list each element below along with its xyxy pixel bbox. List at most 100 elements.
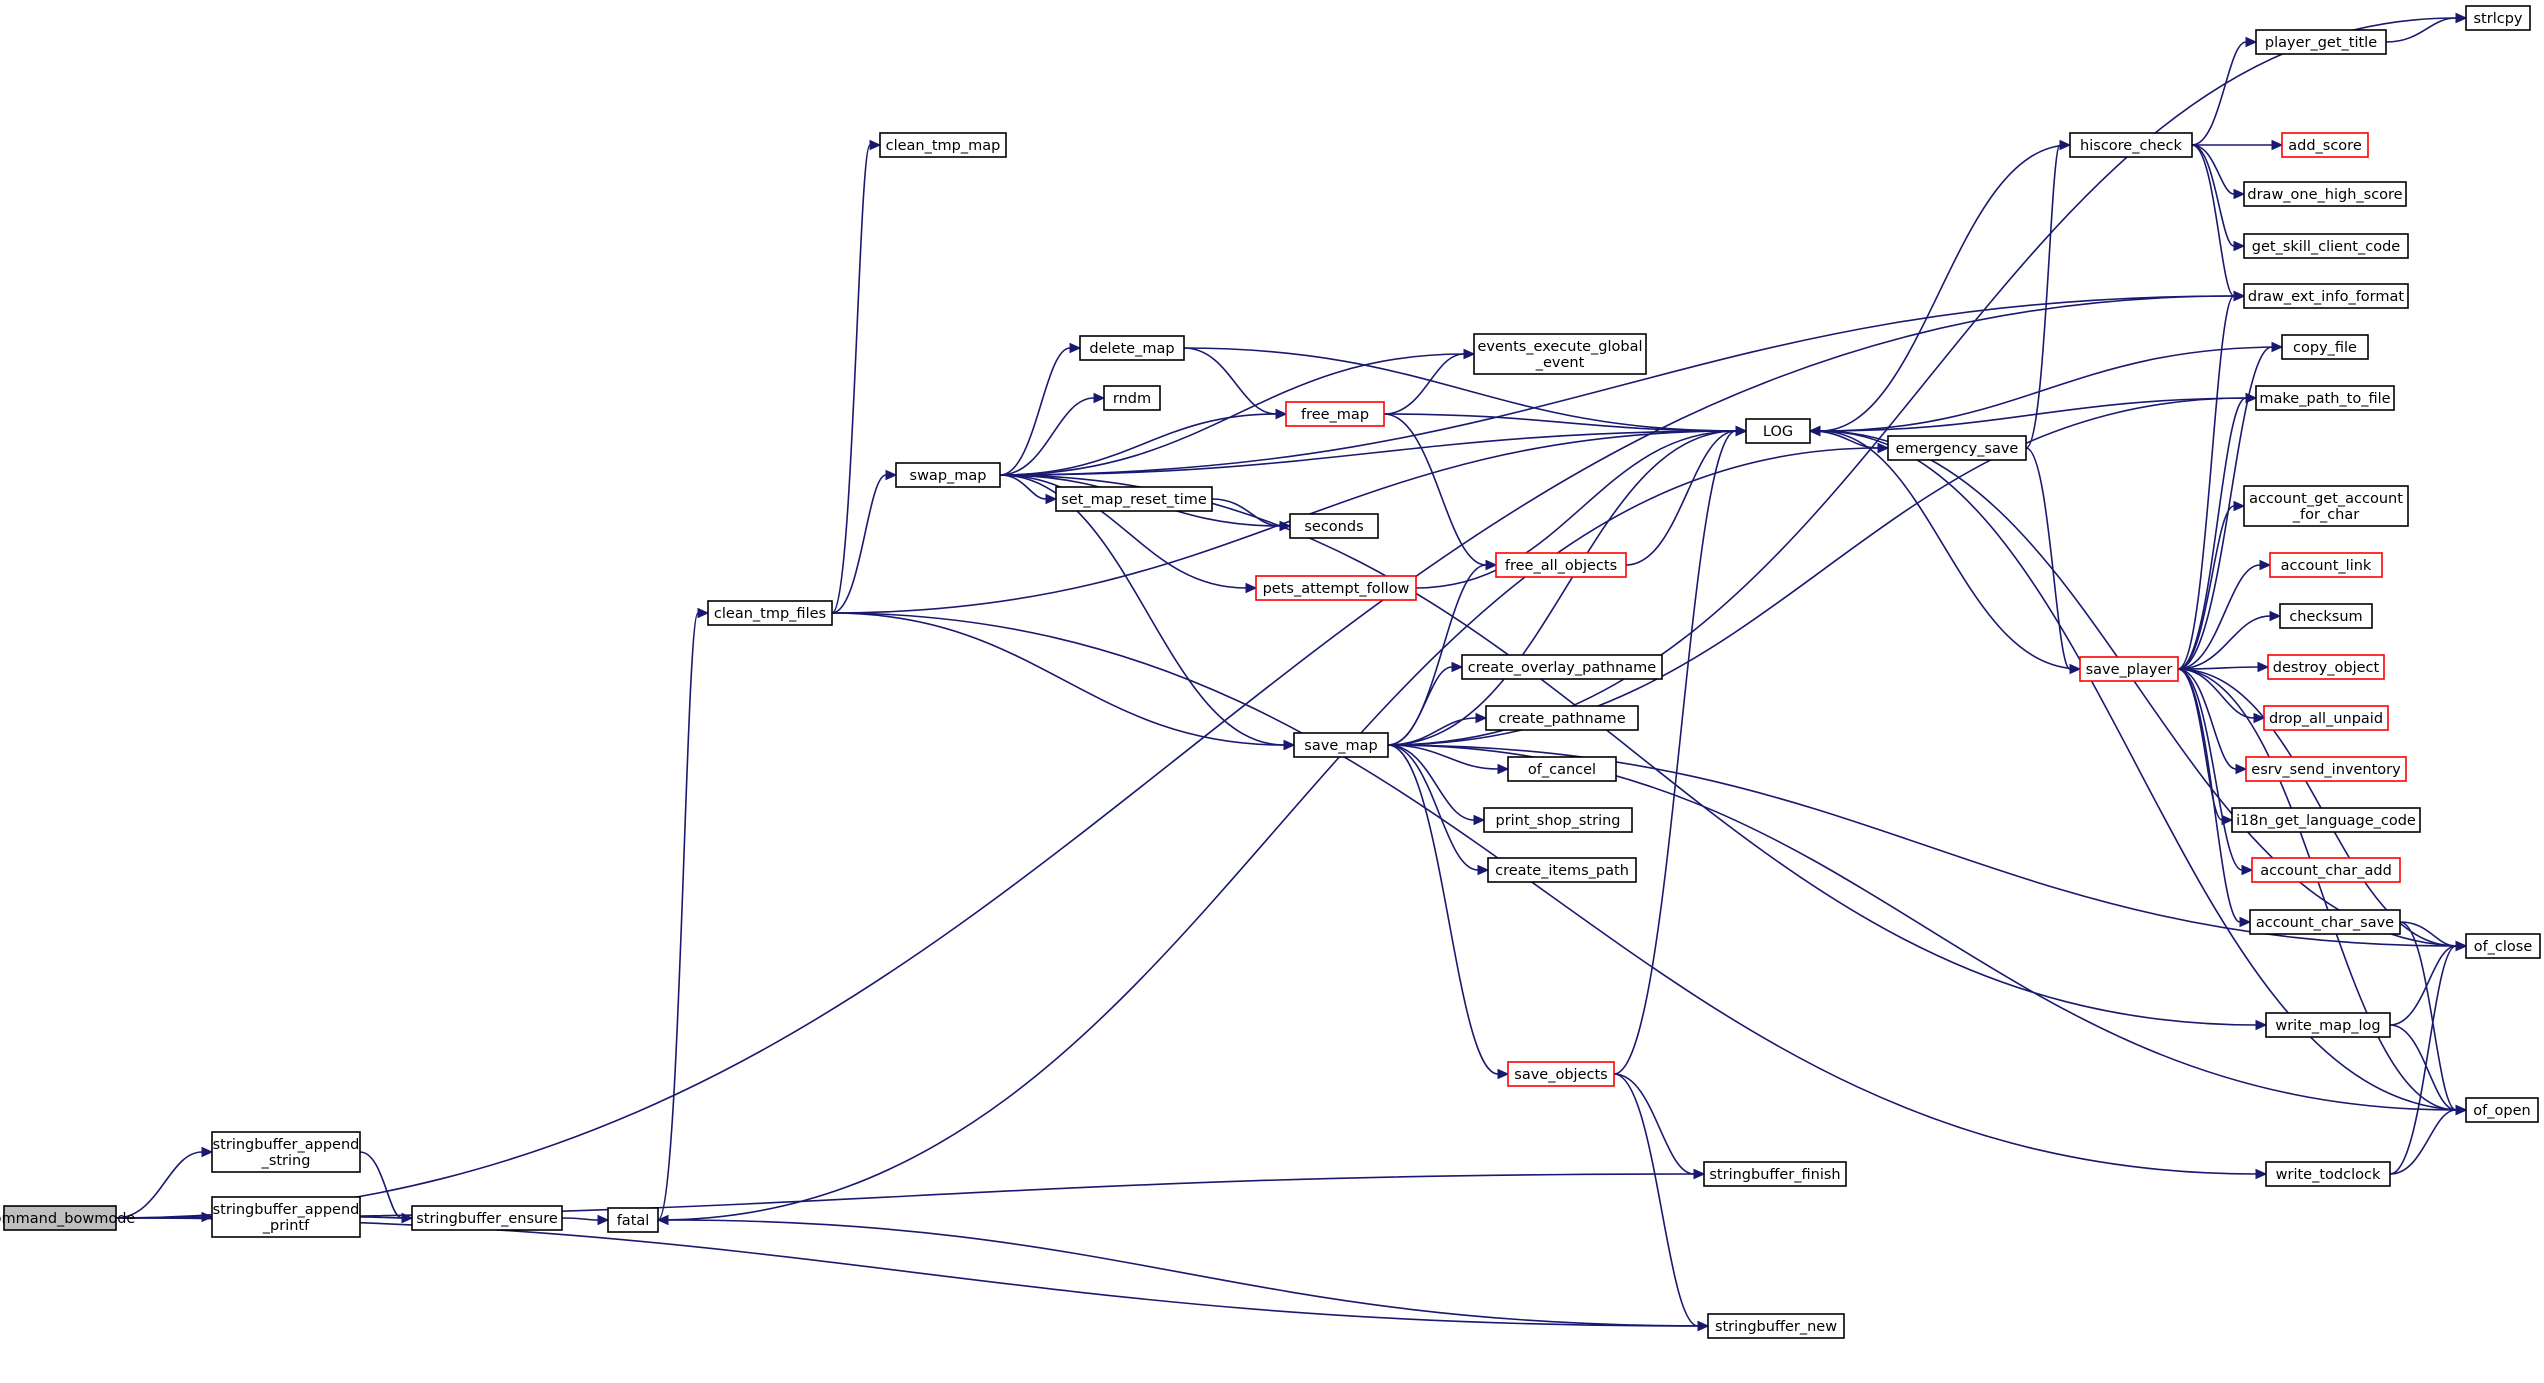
edge-line [999,397,1095,476]
node-box [1507,756,1617,782]
edge-save_map-to-create_pathname [1387,712,1488,746]
call-edges [115,12,2468,1332]
node-box [2465,933,2541,959]
node-make-path-to-file[interactable]: make_path_to_file [2255,385,2395,411]
edge-line [999,474,2257,1026]
edge-save_player-to-draw_ext_info_format [2177,290,2246,670]
arrowhead [1735,425,1748,437]
node-set-map-reset-time[interactable]: set_map_reset_time [1055,486,1213,512]
edge-line [1613,1073,1695,1175]
node-clean-tmp-files[interactable]: clean_tmp_files [707,600,833,626]
node-pets-attempt-follow[interactable]: pets_attempt_follow [1255,575,1417,601]
node-create-items-path[interactable]: create_items_path [1487,857,1637,883]
node-of-open[interactable]: of_open [2465,1097,2539,1123]
node-clean-tmp-map[interactable]: clean_tmp_map [879,132,1007,158]
node-box [411,1205,563,1231]
node-write-map-log[interactable]: write_map_log [2265,1012,2391,1038]
edge-stringbuffer_append_printf-to-stringbuffer_ensure [359,1212,414,1224]
edge-line [2191,144,2235,297]
node-i18n-get-language-code[interactable]: i18n_get_language_code [2231,807,2421,833]
node-box [1079,335,1185,361]
node-strlcpy[interactable]: strlcpy [2465,5,2531,31]
node-events-execute-global-event[interactable]: events_execute_global_event [1473,333,1647,375]
node-free-map[interactable]: free_map [1285,401,1385,427]
edge-line [2025,447,2071,670]
node-account-link[interactable]: account_link [2269,552,2383,578]
node-LOG[interactable]: LOG [1745,418,1811,444]
node-of-close[interactable]: of_close [2465,933,2541,959]
node-checksum[interactable]: checksum [2279,603,2373,629]
arrowhead [869,139,882,151]
node-add-score[interactable]: add_score [2281,132,2369,158]
edge-line [999,353,1465,476]
node-box [2243,283,2409,309]
arrowhead [2221,814,2234,826]
node-stringbuffer-new[interactable]: stringbuffer_new [1707,1313,1845,1339]
edge-copy_file-to-LOG [1808,346,2283,437]
node-stringbuffer-append-printf[interactable]: stringbuffer_append_printf [211,1196,361,1238]
node-destroy-object[interactable]: destroy_object [2267,654,2385,680]
node-save-objects[interactable]: save_objects [1507,1061,1615,1087]
node-emergency-save[interactable]: emergency_save [1887,435,2027,461]
node-label: save_objects [1514,1067,1607,1083]
edge-save_map-to-strlcpy [1387,12,2468,746]
edge-delete_map-to-free_map [1183,347,1288,420]
arrowhead [2257,661,2270,673]
edge-line [1387,744,1479,871]
arrowhead [2245,36,2258,48]
node-save-player[interactable]: save_player [2079,656,2179,682]
node-copy-file[interactable]: copy_file [2281,334,2369,360]
node-label: account_char_save [2256,915,2394,931]
node-free-all-objects[interactable]: free_all_objects [1495,552,1627,578]
node-swap-map[interactable]: swap_map [895,462,1001,488]
edge-clean_tmp_files-to-swap_map [831,469,898,614]
node-print-shop-string[interactable]: print_shop_string [1483,807,1633,833]
node-box [1293,732,1389,758]
node-fatal[interactable]: fatal [607,1207,659,1233]
node-of-cancel[interactable]: of_cancel [1507,756,1617,782]
edge-line [1819,430,2081,670]
node-create-pathname[interactable]: create_pathname [1485,705,1639,731]
node-draw-ext-info-format[interactable]: draw_ext_info_format [2243,283,2409,309]
node-account-char-save[interactable]: account_char_save [2249,909,2401,935]
node-hiscore-check[interactable]: hiscore_check [2069,132,2193,158]
edge-swap_map-to-save_map [999,474,1296,751]
edge-command_bowmode-to-stringbuffer_append_string [115,1146,214,1219]
arrowhead [2235,763,2248,775]
edge-clean_tmp_files-to-write_todclock [831,612,2268,1180]
edge-line [1819,144,2071,432]
node-command-bowmode[interactable]: command_bowmode [0,1205,135,1231]
node-draw-one-high-score[interactable]: draw_one_high_score [2243,181,2407,207]
node-label: drop_all_unpaid [2269,711,2383,727]
node-account-char-add[interactable]: account_char_add [2251,857,2401,883]
node-label: events_execute_global [1477,339,1642,355]
node-create-overlay-pathname[interactable]: create_overlay_pathname [1461,654,1663,680]
arrowhead [597,1214,610,1226]
node-label: of_open [2473,1103,2530,1119]
node-drop-all-unpaid[interactable]: drop_all_unpaid [2263,705,2389,731]
arrowhead [1497,763,1510,775]
edge-line [667,1219,1709,1327]
edge-line [1383,413,1737,432]
edge-line [2177,668,2457,1111]
node-seconds[interactable]: seconds [1289,513,1379,539]
node-player-get-title[interactable]: player_get_title [2255,29,2387,55]
node-account-get-account-for-char[interactable]: account_get_account_for_char [2243,485,2409,527]
edge-line [2389,945,2457,1026]
edge-save_player-to-account_get_account_for_char [2177,500,2246,670]
node-stringbuffer-ensure[interactable]: stringbuffer_ensure [411,1205,563,1231]
node-stringbuffer-finish[interactable]: stringbuffer_finish [1703,1161,1847,1187]
node-delete-map[interactable]: delete_map [1079,335,1185,361]
node-esrv-send-inventory[interactable]: esrv_send_inventory [2245,756,2407,782]
node-write-todclock[interactable]: write_todclock [2265,1161,2391,1187]
arrowhead [697,607,710,619]
edge-line [999,347,1071,476]
node-stringbuffer-append-string[interactable]: stringbuffer_append_string [211,1131,361,1173]
node-save-map[interactable]: save_map [1293,732,1389,758]
edge-save_map-to-save_objects [1387,744,1510,1080]
node-box [1703,1161,1847,1187]
node-label: LOG [1763,424,1793,440]
node-rndm[interactable]: rndm [1103,385,1161,411]
edge-line [1387,430,1737,746]
node-get-skill-client-code[interactable]: get_skill_client_code [2243,233,2409,259]
